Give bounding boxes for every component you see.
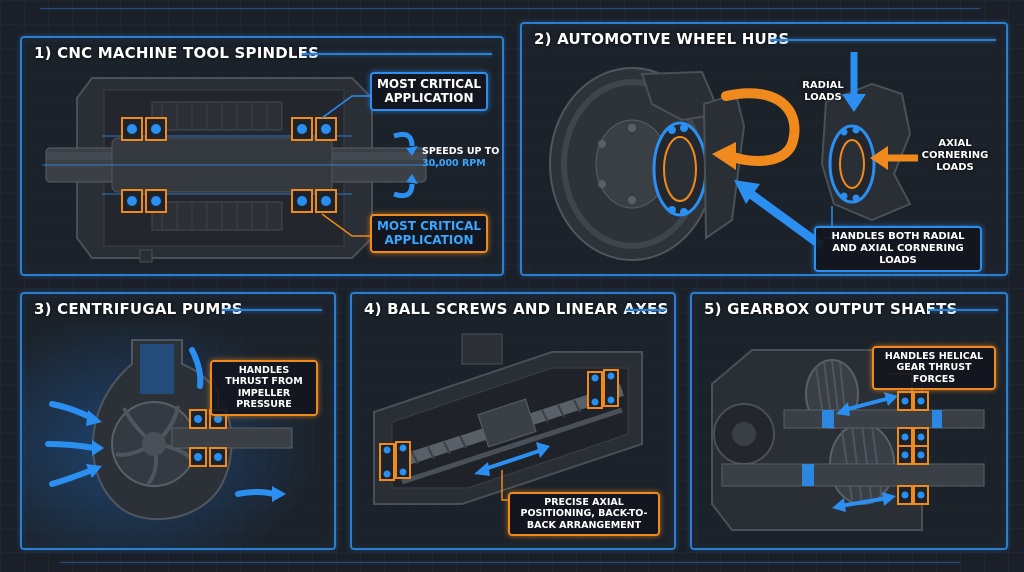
callout-helical-thrust: HANDLES HELICAL GEAR THRUST FORCES bbox=[872, 346, 996, 391]
label-axial-cornering-loads: AXIAL CORNERING LOADS bbox=[921, 138, 989, 173]
gearbox-illustration bbox=[711, 349, 985, 531]
panel-title-pumps: 3) CENTRIFUGAL PUMPS bbox=[34, 300, 243, 318]
panel-title-gearbox: 5) GEARBOX OUTPUT SHAFTS bbox=[704, 300, 958, 318]
title-rule-cnc bbox=[302, 53, 492, 55]
wheel-hub-illustration bbox=[549, 52, 918, 261]
callout-most-critical-bottom: MOST CRITICAL APPLICATION bbox=[370, 214, 488, 253]
panel-centrifugal-pumps: 3) CENTRIFUGAL PUMPS HANDLES THRUST FROM… bbox=[20, 292, 336, 550]
frame-line-bottom bbox=[60, 562, 960, 563]
speed-label-rpm: 30,000 RPM bbox=[422, 157, 486, 169]
callout-radial-axial: HANDLES BOTH RADIAL AND AXIAL CORNERING … bbox=[814, 226, 982, 272]
ball-screw-illustration bbox=[373, 333, 643, 505]
speed-label-line1: SPEEDS UP TO bbox=[422, 146, 500, 157]
callout-axial-positioning: PRECISE AXIAL POSITIONING, BACK-TO-BACK … bbox=[508, 492, 660, 537]
panel-cnc-spindles: 1) CNC MACHINE TOOL SPINDLES MOST CRITIC… bbox=[20, 36, 504, 276]
label-radial-loads: RADIAL LOADS bbox=[802, 80, 844, 103]
panel-title-wheel: 2) AUTOMOTIVE WHEEL HUBS bbox=[534, 30, 790, 48]
frame-line-top bbox=[40, 8, 980, 9]
cnc-spindle-illustration bbox=[42, 77, 442, 263]
speed-label: SPEEDS UP TO 30,000 RPM bbox=[422, 146, 499, 170]
title-rule-wheel bbox=[770, 39, 996, 41]
title-rule-gearbox bbox=[928, 309, 998, 311]
panel-title-cnc: 1) CNC MACHINE TOOL SPINDLES bbox=[34, 44, 320, 62]
title-rule-ballscrew bbox=[626, 309, 666, 311]
callout-most-critical-top: MOST CRITICAL APPLICATION bbox=[370, 72, 488, 111]
panel-gearbox-shafts: 5) GEARBOX OUTPUT SHAFTS HANDLES HELICAL… bbox=[690, 292, 1008, 550]
callout-impeller-thrust: HANDLES THRUST FROM IMPELLER PRESSURE bbox=[210, 360, 318, 416]
panel-wheel-hubs: 2) AUTOMOTIVE WHEEL HUBS RADIAL LOADS AX… bbox=[520, 22, 1008, 276]
panel-title-ballscrew: 4) BALL SCREWS AND LINEAR AXES bbox=[364, 300, 669, 318]
panel-ball-screws: 4) BALL SCREWS AND LINEAR AXES PRECISE A… bbox=[350, 292, 676, 550]
pump-illustration bbox=[22, 324, 334, 548]
title-rule-pumps bbox=[222, 309, 322, 311]
